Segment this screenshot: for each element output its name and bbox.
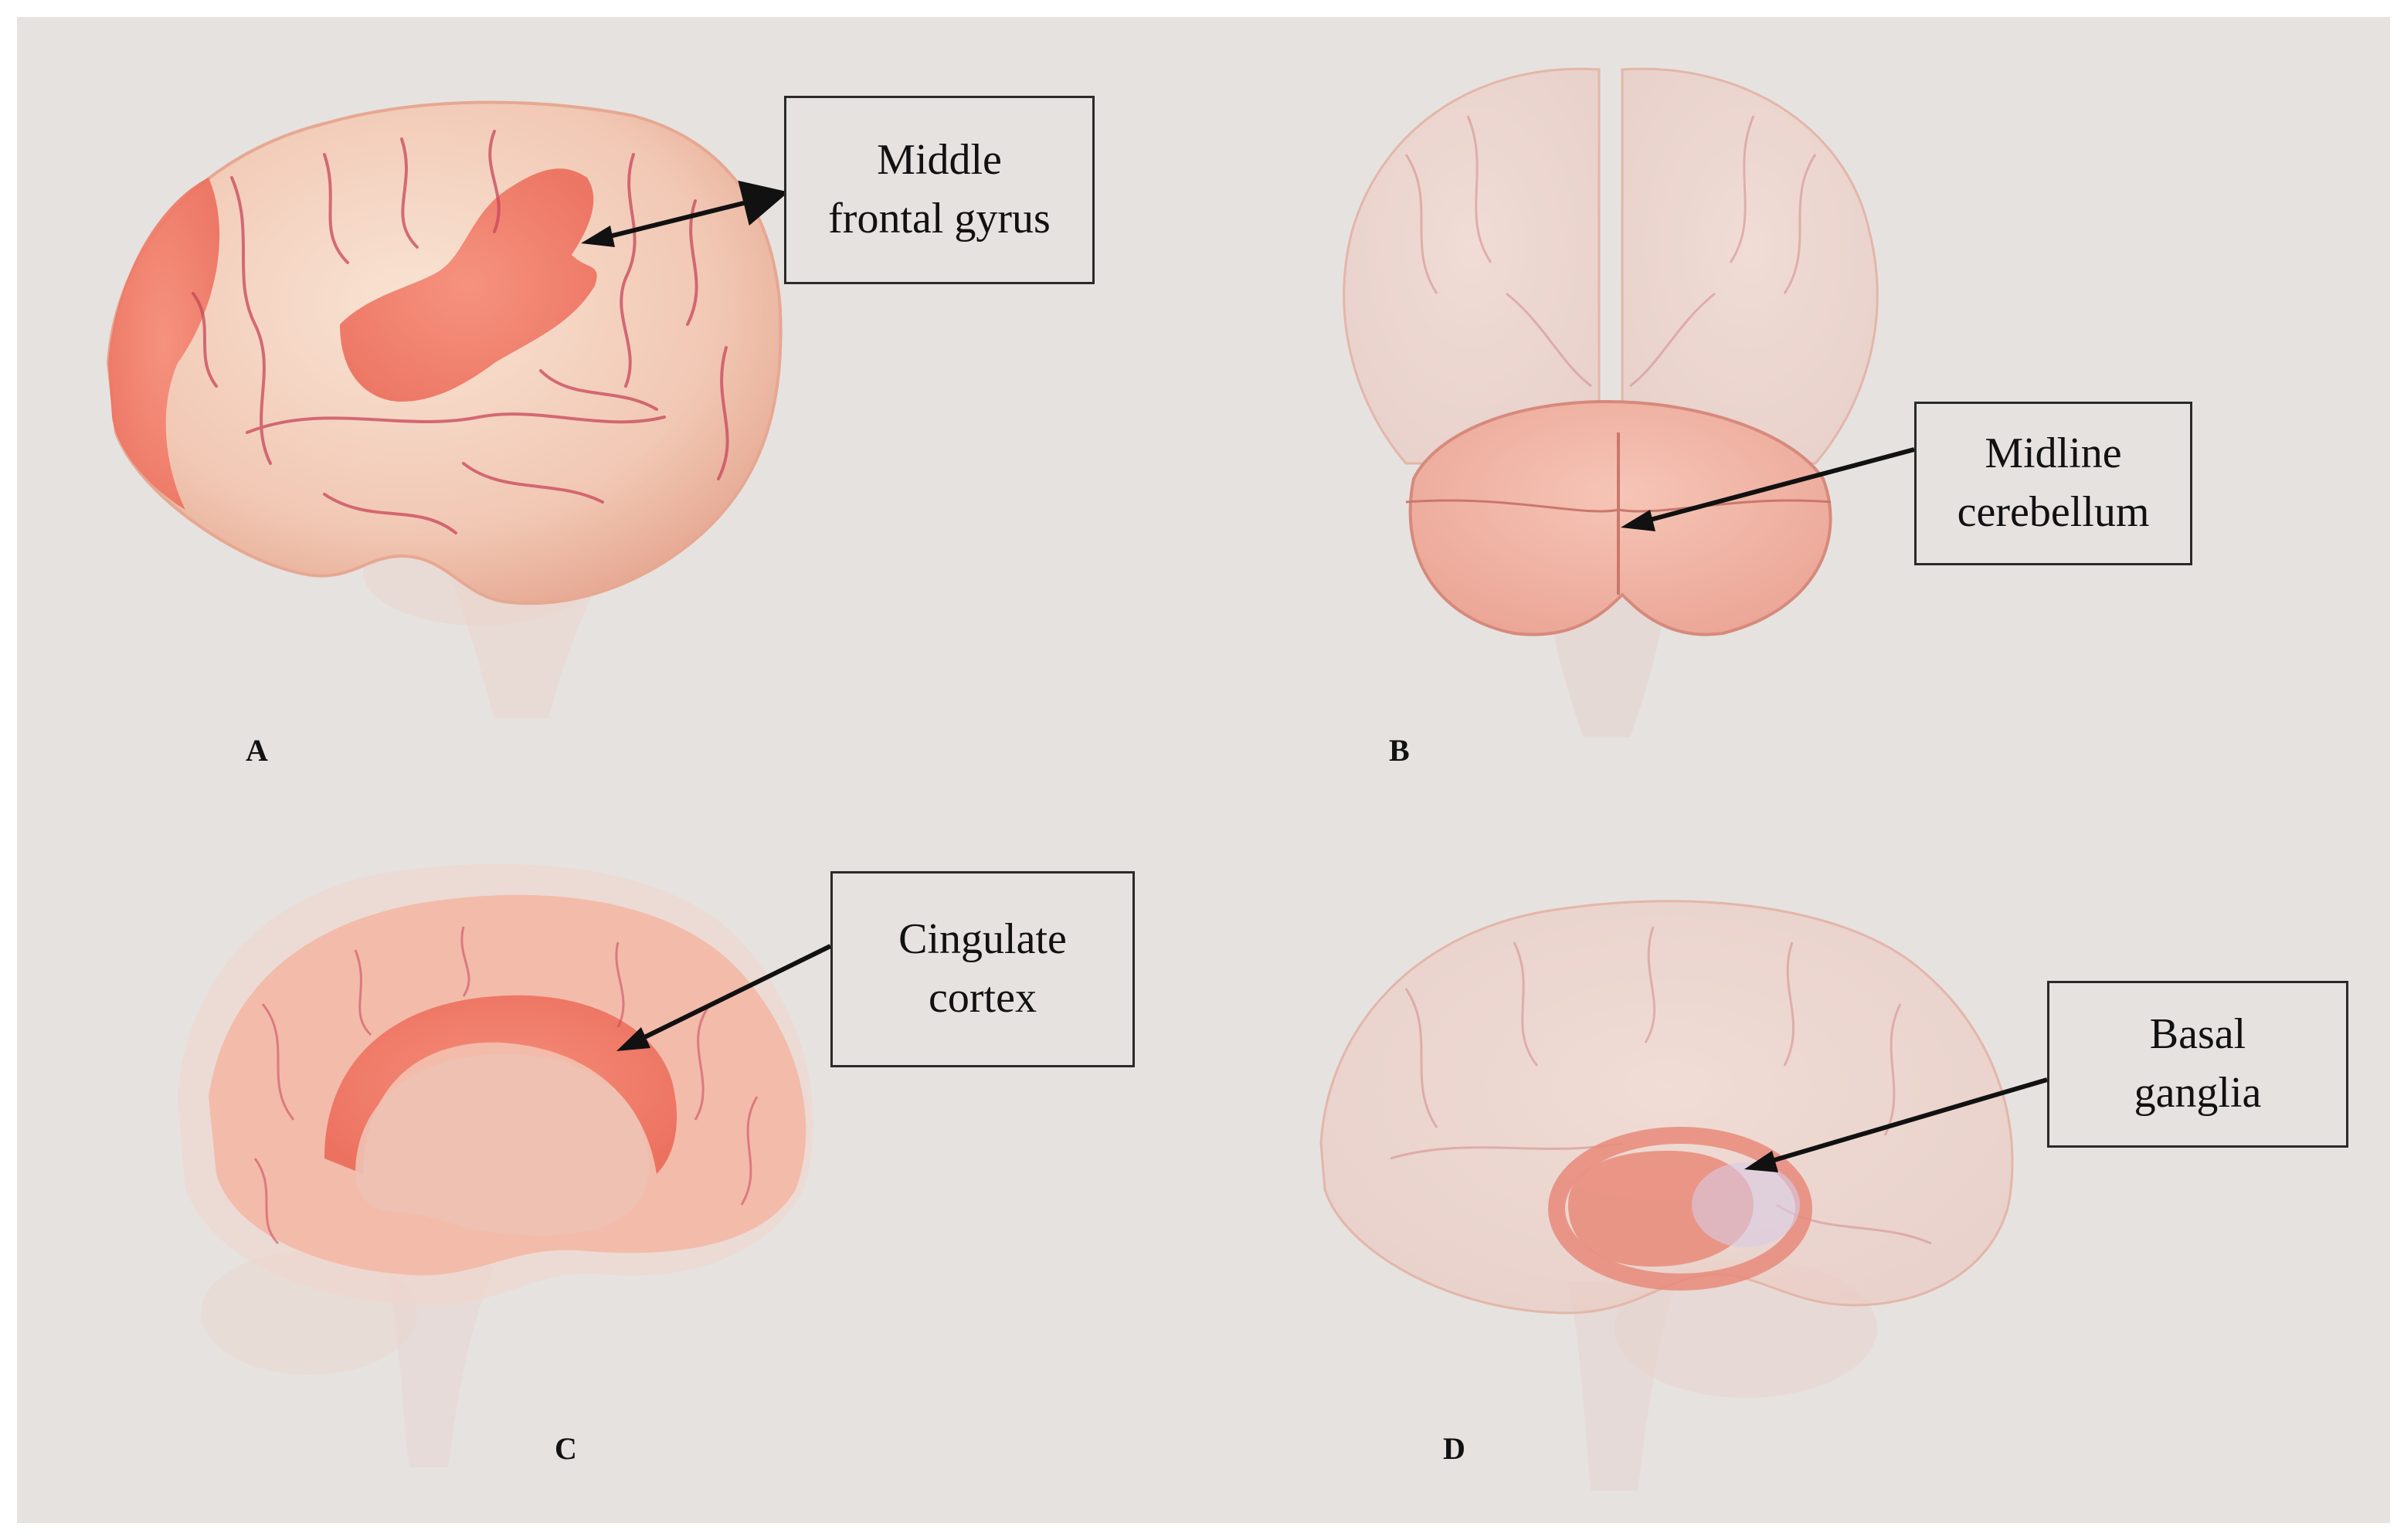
panel-a-middle-frontal-gyrus-highlight [340,168,597,402]
panel-c-callout: Cingulate cortex [830,871,1135,1067]
panel-d-basal-ganglia-outer [1548,1127,1812,1291]
panel-c-corpus-callosum [355,1053,649,1236]
panel-d-letter: D [1443,1431,1465,1466]
arrowheads [581,226,1778,1172]
arrows [590,180,2048,1169]
panel-b-arrowhead [1621,510,1655,531]
panel-c-arrowhead [616,1027,650,1051]
panel-a-callout: Middle frontal gyrus [784,96,1095,284]
panel-c-letter: C [555,1431,577,1466]
panel-b-label-line2: cerebellum [1957,488,2150,536]
panel-d-arrowhead [1744,1151,1778,1172]
panel-b-fissure [1405,499,1832,513]
panel-b-right-hemisphere [1621,67,1879,465]
panel-d-cerebrum [1319,900,2014,1314]
panel-b-brain [1343,67,1879,738]
panel-b-sulci [1404,115,1817,388]
panel-d-callout: Basal ganglia [2047,981,2348,1148]
panel-d-label-line2: ganglia [2134,1069,2262,1117]
panel-a-sulci [192,130,729,534]
panel-b-cerebellum [1408,399,1832,636]
panel-d-sulci [1390,926,1932,1245]
panel-a-arrow [590,180,789,243]
panel-d-brain [1319,900,2014,1491]
panel-a-letter: A [246,733,268,768]
panel-a-label-line2: frontal gyrus [828,195,1051,243]
panel-d-label-line1: Basal [2149,1010,2246,1059]
panel-c-sulci [253,926,759,1245]
panel-b-letter: B [1389,733,1410,768]
panel-d-thalamus [1692,1162,1800,1247]
panel-c-brain [178,863,814,1467]
panel-a-brain [106,100,783,718]
panel-c-cingulate-highlight [324,995,677,1174]
panel-d-arrow [1753,1077,2048,1169]
panel-b-arrow [1629,447,1915,527]
panel-a-label-line1: Middle [877,136,1002,185]
panel-a-arrowhead [581,226,615,247]
panel-a-frontal-pole-highlight [108,178,220,510]
panel-c-arrow [624,944,832,1049]
panel-c-label-line1: Cingulate [898,915,1067,964]
panel-b-callout: Midline cerebellum [1914,402,2192,565]
panel-c-label-line2: cortex [929,974,1037,1022]
panel-b-label-line1: Midline [1985,429,2122,478]
panel-b-left-hemisphere [1343,67,1601,465]
